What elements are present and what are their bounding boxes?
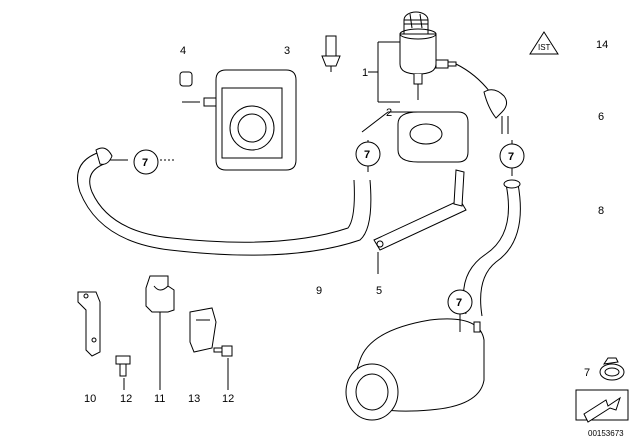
bolt-12a-part — [115, 355, 131, 377]
clamp-11-part — [145, 275, 175, 313]
arrow-box-icon — [575, 389, 629, 423]
label-part-4: 4 — [180, 45, 186, 57]
leader-part-1 — [368, 41, 400, 103]
canister-part — [345, 316, 485, 421]
label-part-9: 9 — [316, 285, 322, 297]
label-part-5: 5 — [376, 285, 382, 297]
svg-text:IST: IST — [538, 43, 551, 52]
callout-circle-2: 7 — [355, 141, 381, 167]
label-part-3: 3 — [284, 45, 290, 57]
bracket-part — [361, 111, 469, 163]
hose-long-part — [77, 147, 372, 256]
label-part-8: 8 — [598, 205, 604, 217]
hose-part-8 — [463, 179, 521, 317]
warning-triangle-icon: IST — [529, 31, 559, 55]
callout-label-3: 7 — [508, 151, 514, 163]
callout-circle-3: 7 — [499, 143, 525, 169]
label-part-2: 2 — [386, 107, 392, 119]
callout-label-1: 7 — [142, 157, 148, 169]
bracket-13-part — [189, 307, 217, 353]
bolt-12b-part — [213, 345, 233, 357]
label-part-1: 1 — [362, 67, 368, 79]
label-part-13: 13 — [188, 393, 200, 405]
label-part-7: 7 — [584, 367, 590, 379]
label-part-10: 10 — [84, 393, 96, 405]
hose-clamp-icon — [599, 357, 625, 381]
flange-part — [179, 69, 297, 171]
callout-label-4: 7 — [456, 297, 462, 309]
bracket-10-part — [77, 291, 101, 357]
label-part-12a: 12 — [120, 393, 132, 405]
clip-part — [321, 35, 341, 72]
callout-circle-1: 7 — [133, 149, 159, 175]
label-part-14: 14 — [596, 39, 608, 51]
washer-pump-part — [399, 11, 457, 85]
support-bracket-part — [373, 169, 467, 274]
callout-label-2: 7 — [364, 149, 370, 161]
label-part-6: 6 — [598, 111, 604, 123]
label-part-12b: 12 — [222, 393, 234, 405]
label-part-11: 11 — [154, 393, 165, 405]
callout-circle-4: 7 — [447, 289, 473, 315]
pipe-elbow-part — [455, 63, 509, 134]
drawing-code: 00153673 — [588, 429, 624, 438]
bottom-leaders — [123, 312, 229, 390]
